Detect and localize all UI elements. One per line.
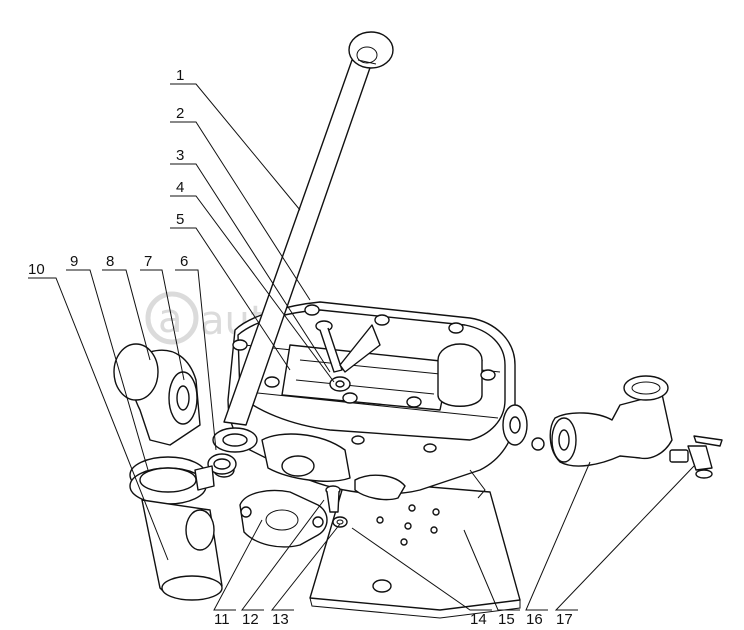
callout-9: 9: [70, 253, 78, 270]
callout-5: 5: [176, 211, 184, 228]
seal-ring: [207, 453, 237, 475]
gear-housing: [227, 301, 545, 501]
inlet-elbow: [113, 343, 201, 446]
callout-6: 6: [180, 253, 188, 270]
stud-and-nut: [325, 485, 348, 528]
bolt-and-washer: [315, 320, 381, 392]
callout-10: 10: [28, 261, 45, 278]
callout-16: 16: [526, 611, 543, 628]
hose-clamp: [129, 456, 215, 505]
drain-cock: [669, 435, 723, 479]
callout-11: 11: [214, 611, 230, 628]
callout-14: 14: [470, 611, 487, 628]
hose: [141, 499, 223, 601]
callout-13: 13: [272, 611, 289, 628]
cover-bolts: [232, 304, 496, 453]
callout-1: 1: [176, 67, 184, 84]
callout-labels: 1 2 3 4 5 6 7 8 9 10 11 12 13 14 15 16 1…: [28, 67, 573, 628]
callout-17: 17: [556, 611, 573, 628]
outlet-elbow: [549, 375, 673, 467]
shift-lever: [212, 31, 394, 478]
callout-8: 8: [106, 253, 114, 270]
gasket: [239, 489, 328, 548]
svg-text:a: a: [158, 296, 183, 342]
callout-7: 7: [144, 253, 152, 270]
callout-2: 2: [176, 105, 184, 122]
callout-4: 4: [176, 179, 184, 196]
leader-lines: [28, 83, 695, 611]
callout-3: 3: [176, 147, 184, 164]
callout-12: 12: [242, 611, 259, 628]
callout-15: 15: [498, 611, 515, 628]
base-plate: [309, 479, 521, 619]
